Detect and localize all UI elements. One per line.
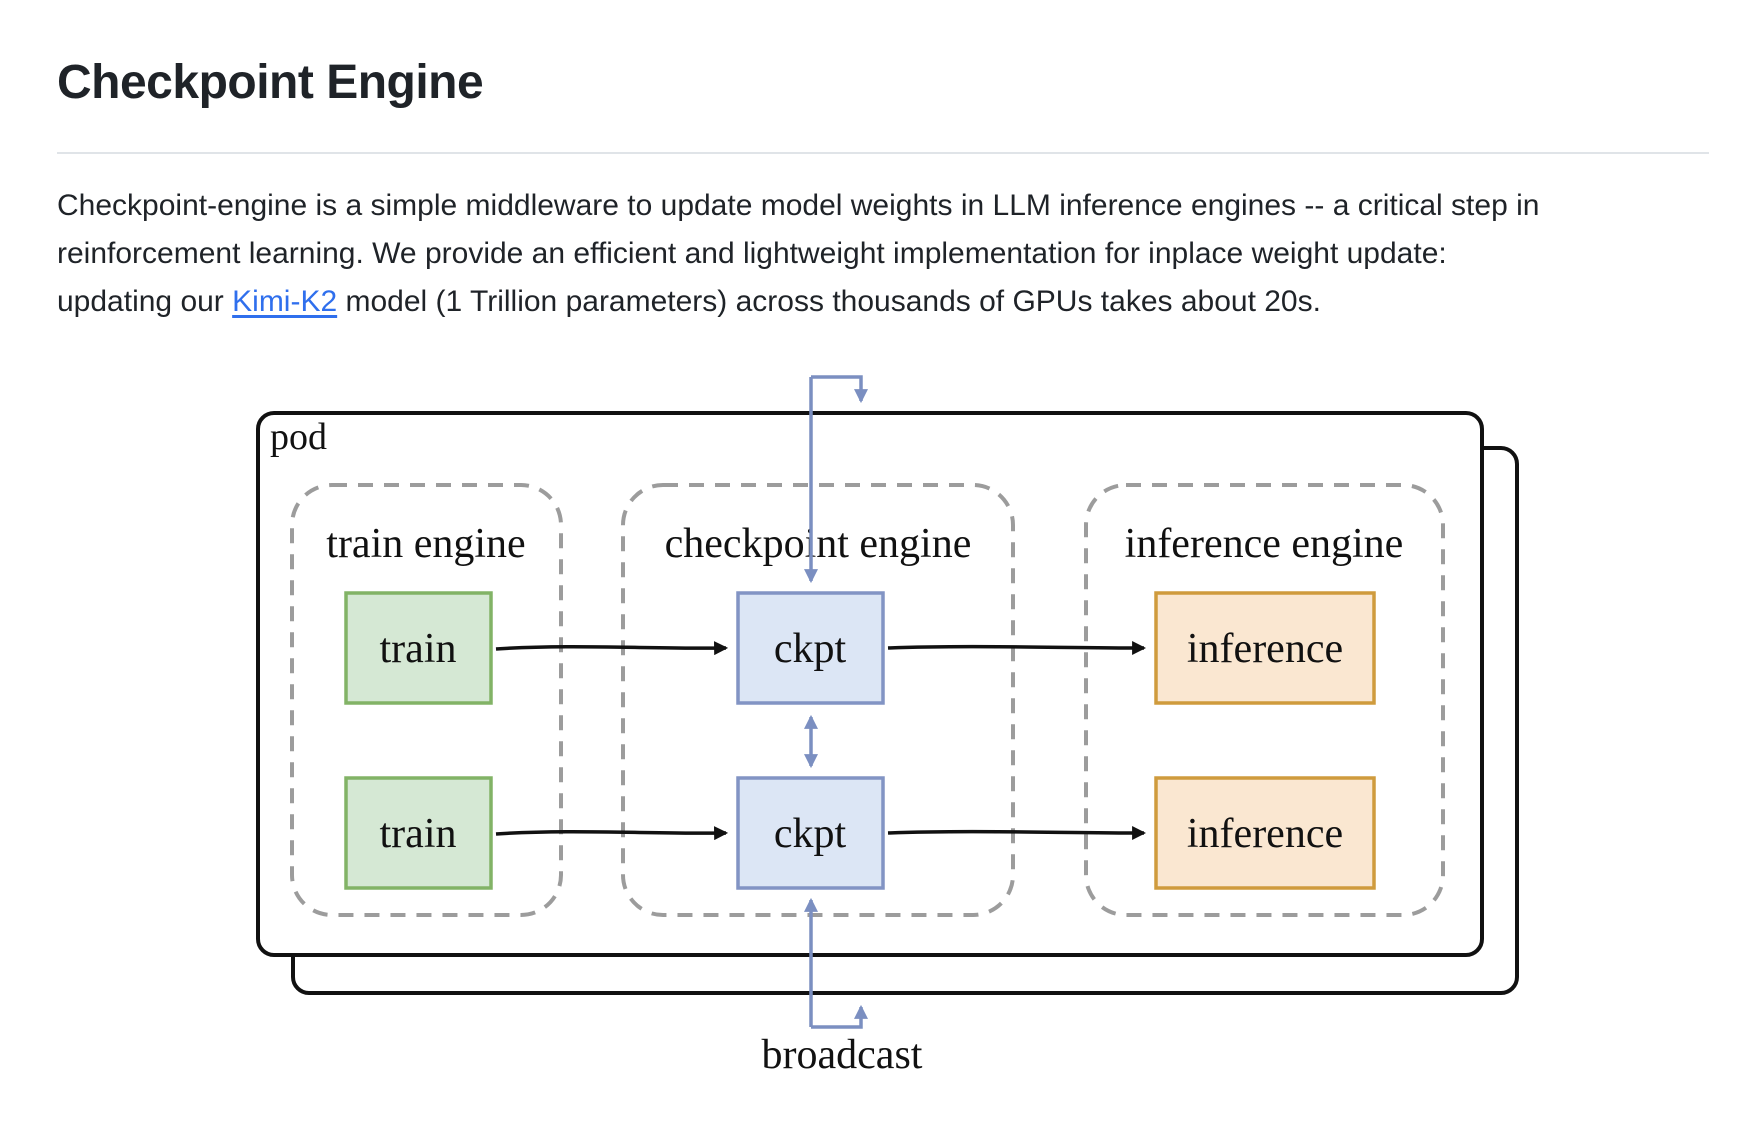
inference-engine-label: inference engine	[1125, 521, 1404, 567]
train-engine-label: train engine	[326, 521, 525, 567]
ckpt-node-2	[736, 776, 885, 890]
intro-paragraph: Checkpoint-engine is a simple middleware…	[57, 182, 1757, 326]
checkpoint-engine-group	[621, 483, 1015, 917]
pod-label: pod	[270, 416, 327, 458]
checkpoint-engine-label: checkpoint engine	[665, 521, 972, 567]
train-node-1-label: train	[380, 626, 457, 672]
page-title: Checkpoint Engine	[57, 52, 1709, 154]
inference-node-1-label: inference	[1187, 626, 1343, 672]
arrow-ckpt2-to-inference2	[887, 825, 1147, 840]
arrow-train2-to-ckpt2	[495, 826, 729, 841]
arrow-ckpt1-to-inference1	[887, 640, 1147, 655]
kimi-k2-link[interactable]: Kimi-K2	[232, 285, 338, 318]
broadcast-label: broadcast	[762, 1032, 923, 1078]
intro-line-2: reinforcement learning. We provide an ef…	[57, 237, 1447, 270]
ckpt-node-1-label: ckpt	[774, 626, 847, 672]
inference-node-1	[1154, 591, 1376, 705]
intro-line-3-after: model (1 Trillion parameters) across tho…	[337, 285, 1321, 318]
train-node-1	[344, 591, 493, 705]
arrow-train1-to-ckpt1	[495, 641, 729, 656]
intro-line-1: Checkpoint-engine is a simple middleware…	[57, 189, 1540, 222]
intro-line-3: updating our Kimi-K2 model (1 Trillion p…	[57, 278, 1757, 326]
train-node-2	[344, 776, 493, 890]
inference-node-2-label: inference	[1187, 811, 1343, 857]
arrow-broadcast-out-elbow	[811, 1004, 868, 1029]
train-engine-group	[290, 483, 563, 917]
train-node-2-label: train	[380, 811, 457, 857]
ckpt-node-2-label: ckpt	[774, 811, 847, 857]
ckpt-node-1	[736, 591, 885, 705]
arrow-broadcast-in-elbow	[811, 375, 868, 404]
inference-engine-group	[1084, 483, 1445, 917]
intro-line-3-before: updating our	[57, 285, 233, 318]
inference-node-2	[1154, 776, 1376, 890]
